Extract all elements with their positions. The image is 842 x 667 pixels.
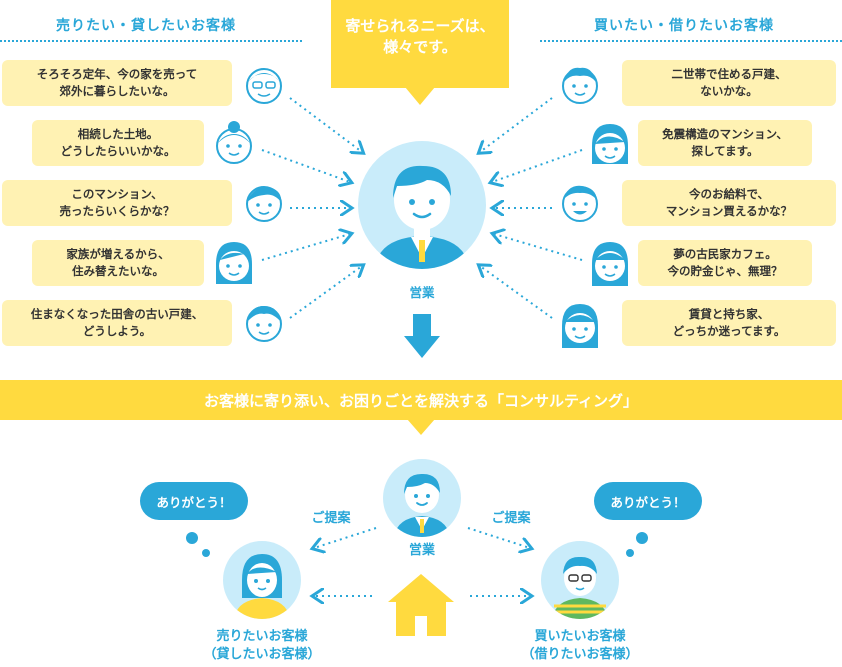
sales-agent-icon-small — [383, 459, 461, 537]
sales-agent-icon — [358, 141, 486, 269]
thanks-bubble-right: ありがとう！ — [594, 482, 702, 520]
thought-dot — [202, 549, 210, 557]
person-face-icon — [592, 124, 628, 164]
buyer-customer-icon — [541, 541, 619, 619]
thanks-bubble-left: ありがとう！ — [140, 482, 248, 520]
need-bubble-left-3: このマンション、 売ったらいくらかな？ — [2, 180, 232, 226]
quote-pointer — [405, 87, 435, 105]
need-bubble-right-4: 夢の古民家カフェ。 今の貯金じゃ、無理？ — [638, 240, 812, 286]
thought-dot — [636, 532, 648, 544]
banner-pointer — [407, 419, 435, 435]
consulting-banner: お客様に寄り添い、お困りごとを解決する「コンサルティング」 — [0, 380, 842, 420]
seller-customer-label: 売りたいお客様 （貸したいお客様） — [203, 629, 321, 662]
divider-left — [0, 40, 302, 42]
header-buyers: 買いたい・借りたいお客様 — [594, 18, 774, 34]
need-bubble-left-5: 住まなくなった田舎の古い戸建、 どうしよう。 — [2, 300, 232, 346]
need-bubble-right-3: 今のお給料で、 マンション買えるかな？ — [622, 180, 836, 226]
proposal-label-right: ご提案 — [491, 511, 531, 526]
proposal-label-left: ご提案 — [311, 511, 351, 526]
person-face-icon — [216, 121, 252, 164]
need-bubble-right-5: 賃貸と持ち家、 どっちか迷ってます。 — [622, 300, 836, 346]
seller-customer-icon — [223, 541, 301, 619]
person-face-icon — [592, 242, 628, 286]
need-arrows — [261, 97, 583, 319]
need-bubble-left-2: 相続した土地。 どうしたらいいかな。 — [32, 120, 204, 166]
center-quote-box: 寄せられるニーズは、 様々です。 — [331, 0, 509, 88]
agent-label: 営業 — [409, 285, 435, 300]
arrow-down-icon — [404, 314, 440, 358]
person-face-icon — [562, 67, 598, 104]
person-face-icon — [216, 242, 252, 284]
thought-dot — [186, 532, 198, 544]
agent-label-bottom: 営業 — [408, 543, 435, 558]
person-face-icon — [246, 186, 282, 222]
thought-dot — [626, 549, 634, 557]
buyer-customer-label: 買いたいお客様 （借りたいお客様） — [521, 629, 639, 662]
house-icon — [388, 574, 454, 636]
person-face-icon — [562, 185, 598, 222]
person-face-icon — [562, 304, 598, 348]
divider-right — [540, 40, 842, 42]
need-bubble-left-1: そろそろ定年、今の家を売って 郊外に暮らしたいな。 — [2, 60, 232, 106]
header-sellers: 売りたい・貸したいお客様 — [56, 18, 236, 34]
need-bubble-right-2: 免震構造のマンション、 探してます。 — [638, 120, 812, 166]
need-bubble-right-1: 二世帯で住める戸建、 ないかな。 — [622, 60, 836, 106]
person-face-icon — [246, 306, 282, 342]
person-face-icon — [246, 68, 282, 104]
need-bubble-left-4: 家族が増えるから、 住み替えたいな。 — [32, 240, 204, 286]
center-quote-text: 寄せられるニーズは、 様々です。 — [345, 17, 495, 56]
